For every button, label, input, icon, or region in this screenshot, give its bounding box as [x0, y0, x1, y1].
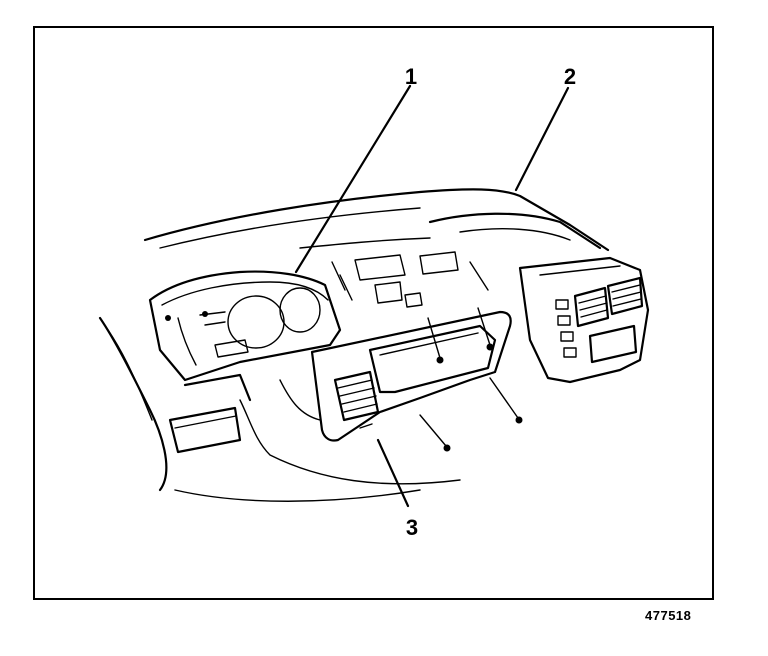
leader-line-1: [294, 84, 412, 274]
right-vent-right: [606, 276, 644, 316]
callout-3: 3: [406, 515, 418, 540]
leader-line-2: [514, 86, 570, 192]
trim-plate-vent: [333, 370, 380, 422]
center-stack-detail: [299, 237, 489, 308]
dash-pad-outline: [143, 188, 610, 252]
cluster-trim-plate: [310, 310, 512, 442]
radio-buttons: [555, 299, 577, 358]
leader-lines: [294, 84, 570, 508]
trim-plate-screws: [419, 307, 523, 452]
leader-line-3: [376, 438, 410, 508]
left-dash-section: [98, 316, 461, 502]
callout-2: 2: [564, 64, 576, 89]
right-vent-left: [573, 286, 610, 328]
instrument-cluster: [148, 270, 342, 382]
right-dash-section: [518, 256, 650, 384]
callout-1: 1: [405, 64, 417, 89]
figure-id: 477518: [645, 608, 692, 623]
figure-frame: [33, 26, 714, 600]
